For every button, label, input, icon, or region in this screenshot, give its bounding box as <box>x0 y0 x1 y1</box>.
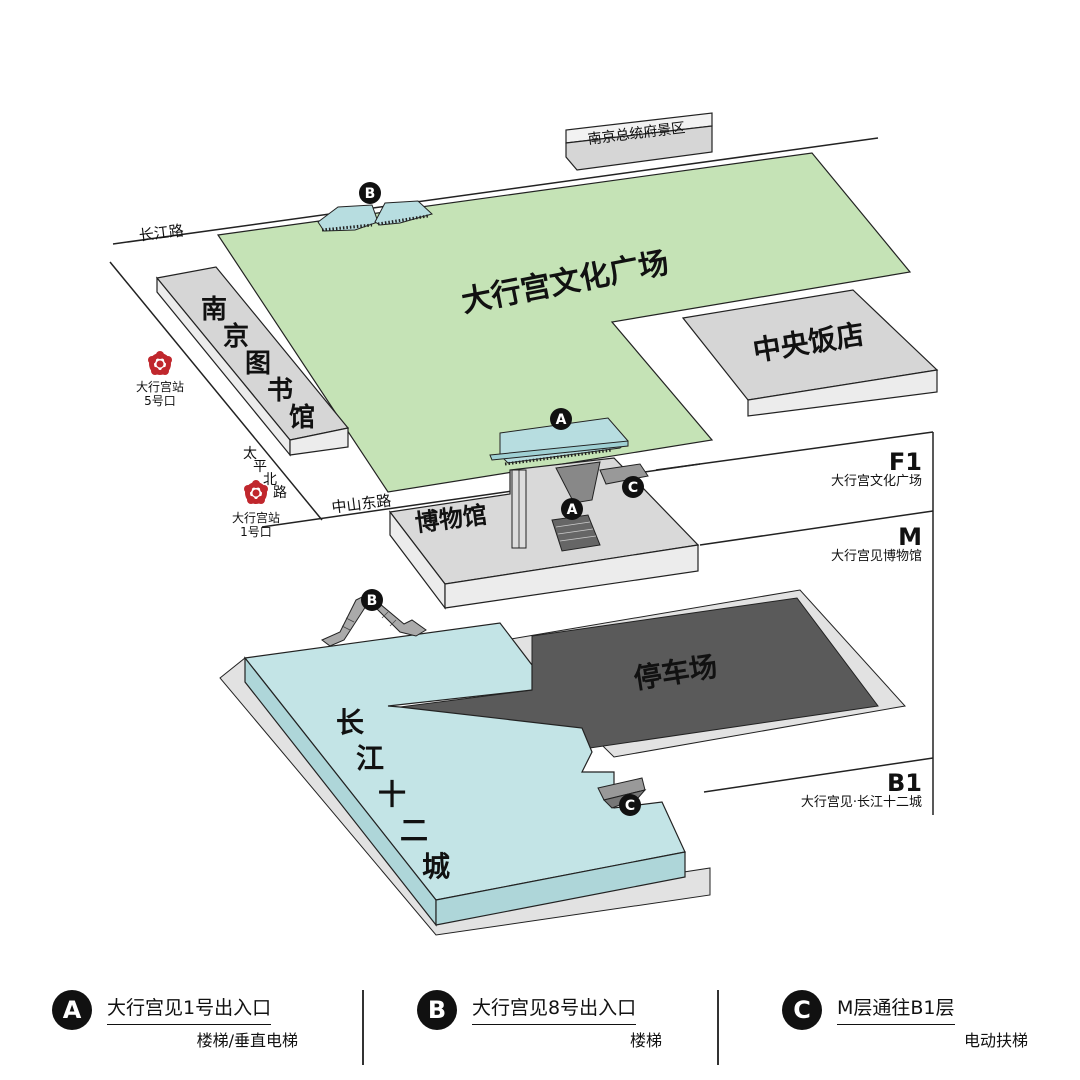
mall-char-1: 长 <box>336 706 364 739</box>
metro-exit-1-number: 1号口 <box>240 525 272 539</box>
metro-exit-5-station: 大行宫站 <box>136 379 184 394</box>
svg-text:B: B <box>365 186 376 202</box>
museum-block: 博物馆 <box>388 457 700 610</box>
level-name-m: 大行宫见博物馆 <box>831 549 922 564</box>
presidential-palace-block: 南京总统府景区 <box>565 112 713 171</box>
b-entrance-pavilion <box>317 200 433 232</box>
library-char-2: 京 <box>223 321 249 352</box>
library-char-1: 南 <box>201 295 227 325</box>
svg-text:C: C <box>625 798 635 814</box>
legend-b-title: 大行宫见8号出入口 <box>472 993 637 1025</box>
mall-block: 长 江 十 二 城 <box>219 622 711 936</box>
level-name-b1: 大行宫见·长江十二城 <box>801 795 922 810</box>
svg-text:C: C <box>628 480 638 496</box>
library-char-3: 图 <box>245 349 271 379</box>
mall-char-5: 城 <box>422 850 450 883</box>
svg-text:B: B <box>367 593 378 609</box>
plaza-area: 大行宫文化广场 <box>216 152 912 493</box>
legend-a-badge: A <box>52 990 92 1030</box>
parking-area: 停车场 <box>399 589 906 758</box>
marker-c-museum: C <box>622 476 644 498</box>
metro-exit-1-station: 大行宫站 <box>232 510 280 525</box>
legend-b-badge: B <box>417 990 457 1030</box>
road-label-zhongshan-east: 中山东路 <box>331 491 393 516</box>
legend-c-badge: C <box>782 990 822 1030</box>
legend-item-b: B 大行宫见8号出入口 楼梯 <box>417 985 662 1065</box>
legend-a-subtitle: 楼梯/垂直电梯 <box>196 1031 298 1050</box>
legend-c-subtitle: 电动扶梯 <box>963 1031 1028 1050</box>
marker-c-b1: C <box>619 794 641 816</box>
legend-item-a: A 大行宫见1号出入口 楼梯/垂直电梯 <box>52 985 298 1065</box>
level-name-f1: 大行宫文化广场 <box>831 474 922 489</box>
metro-exit-5: 大行宫站 5号口 <box>136 351 184 408</box>
marker-b-plaza: B <box>359 182 381 204</box>
b-stairs-b1 <box>321 595 427 647</box>
legend-divider <box>362 990 364 1065</box>
legend-divider <box>717 990 719 1065</box>
svg-text:A: A <box>567 502 578 518</box>
legend-a-title: 大行宫见1号出入口 <box>107 993 272 1025</box>
hotel-block: 中央饭店 <box>681 289 939 417</box>
metro-exit-1: 大行宫站 1号口 <box>232 480 280 539</box>
library-char-4: 书 <box>267 376 293 406</box>
road-label-taiping-2: 平 <box>253 459 267 475</box>
road-label-changjiang: 长江路 <box>138 221 185 244</box>
road-label-taiping-1: 太 <box>243 446 257 462</box>
metro-exit-5-number: 5号口 <box>144 394 176 408</box>
metro-logo-icon <box>244 480 268 504</box>
marker-a-museum: A <box>561 498 583 520</box>
level-code-m: M <box>898 523 922 551</box>
a-entrance-structure <box>489 417 649 552</box>
road-label-taiping-4: 路 <box>273 485 287 501</box>
legend-item-c: C M层通往B1层 电动扶梯 <box>782 985 1028 1065</box>
marker-a-plaza: A <box>550 408 572 430</box>
mall-char-2: 江 <box>356 742 384 775</box>
level-code-f1: F1 <box>889 448 922 476</box>
library-char-5: 馆 <box>289 402 315 433</box>
metro-logo-icon <box>148 351 172 375</box>
legend-b-subtitle: 楼梯 <box>629 1031 662 1050</box>
legend-c-title: M层通往B1层 <box>837 993 955 1025</box>
svg-text:A: A <box>556 412 567 428</box>
library-block: 南 京 图 书 馆 <box>155 266 350 457</box>
mall-char-4: 二 <box>400 814 428 847</box>
road-label-taiping-3: 北 <box>263 472 277 488</box>
level-code-b1: B1 <box>887 769 922 797</box>
mall-char-3: 十 <box>378 778 406 811</box>
level-leader-lines <box>655 431 934 815</box>
marker-b-b1: B <box>361 589 383 611</box>
